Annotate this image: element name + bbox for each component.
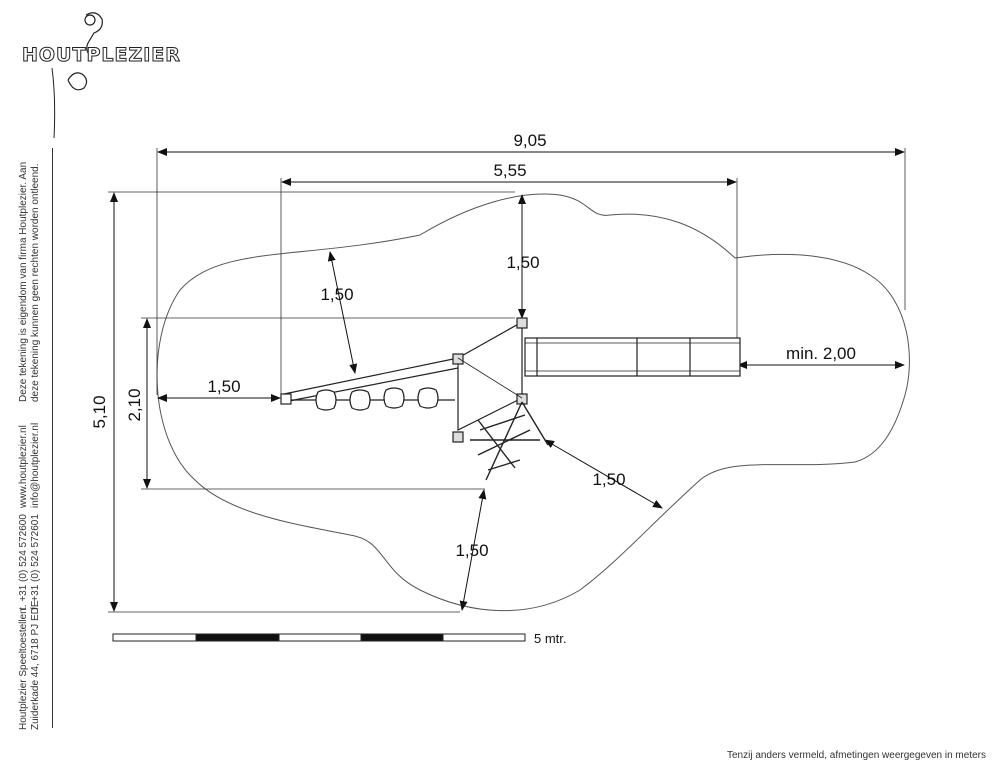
dim-bottom-clearance: 1,50 (455, 541, 488, 560)
scale-bar-label: 5 mtr. (534, 631, 567, 646)
dim-left-clearance: 1,50 (207, 377, 240, 396)
scale-bar (112, 633, 526, 642)
dim-overall-width: 9,05 (513, 131, 546, 150)
safety-zone-outline (156, 193, 910, 612)
dim-diag-clearance: 1,50 (320, 285, 353, 304)
dim-right-clearance: min. 2,00 (786, 344, 856, 363)
slide (524, 337, 741, 377)
dim-top-clearance: 1,50 (506, 253, 539, 272)
dim-inner-width: 5,55 (493, 161, 526, 180)
dim-lower-right-clearance: 1,50 (592, 470, 625, 489)
central-platform (452, 317, 528, 443)
stepping-stones (315, 387, 439, 411)
rope-ladder (470, 401, 549, 481)
dim-overall-height: 5,10 (90, 395, 109, 428)
dim-inner-height: 2,10 (125, 388, 144, 421)
